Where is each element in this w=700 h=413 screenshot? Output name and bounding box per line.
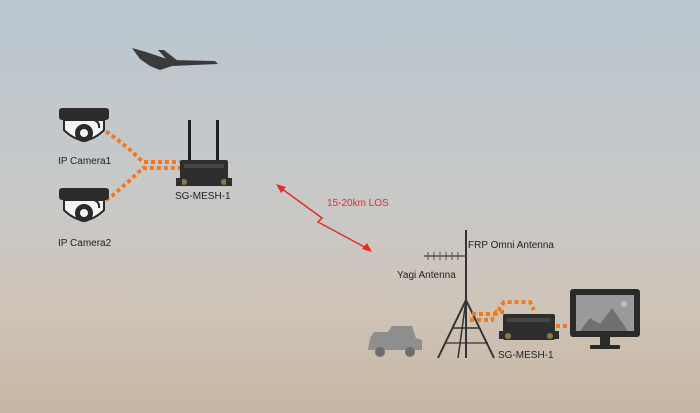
ip-camera-2-icon — [59, 188, 109, 222]
antenna-mast-icon — [437, 230, 495, 359]
yagi-antenna-label: Yagi Antenna — [397, 270, 456, 281]
mesh-radio-right-icon — [499, 314, 559, 340]
vehicle-icon — [368, 326, 422, 357]
camera2-label: IP Camera2 — [58, 238, 112, 249]
mesh-right-label: SG-MESH-1 — [498, 350, 554, 361]
drone-icon — [132, 48, 218, 70]
camera1-label: IP Camera1 — [58, 156, 112, 167]
los-label: 15-20km LOS — [327, 198, 389, 209]
wireless-link — [276, 184, 372, 252]
mesh-left-label: SG-MESH-1 — [175, 191, 231, 202]
ip-camera-1-icon — [59, 108, 109, 142]
wired-links-left — [98, 126, 180, 206]
mesh-radio-left-icon — [176, 120, 232, 186]
yagi-antenna-icon — [424, 252, 466, 260]
omni-antenna-label: FRP Omni Antenna — [468, 240, 554, 251]
monitor-icon — [570, 289, 640, 349]
